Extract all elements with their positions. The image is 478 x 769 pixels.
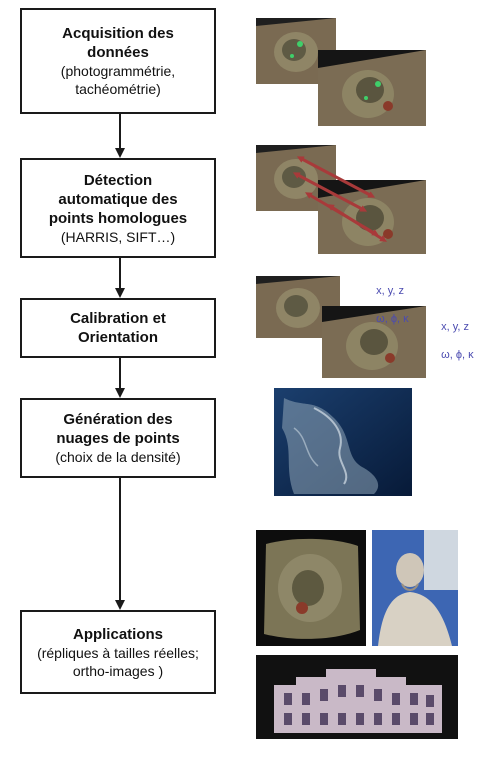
step-calibration: Calibration et Orientation — [20, 298, 216, 358]
match-arrow — [292, 172, 368, 212]
param-line: ω, ϕ, κ — [376, 313, 409, 325]
step-title-line: Détection — [83, 171, 153, 189]
match-arrow — [327, 204, 387, 242]
facade-ortho-image — [256, 655, 458, 739]
step-subtitle-line: tachéométrie) — [75, 81, 161, 97]
step-detection: Détection automatique des points homolog… — [20, 158, 216, 258]
match-arrow — [296, 156, 376, 198]
textured-mesh-image — [256, 530, 366, 646]
step-subtitle-line: (HARRIS, SIFT…) — [60, 228, 176, 245]
sculpture-photo-front — [318, 50, 426, 126]
sculpture-photo-front-oriented — [322, 306, 426, 378]
step-subtitle-line: (photogrammétrie, — [60, 63, 176, 79]
step-title-line: Calibration et — [70, 310, 166, 327]
orientation-params-1: x, y, z ω, ϕ, κ — [370, 270, 409, 326]
param-line: ω, ϕ, κ — [441, 349, 474, 361]
param-line: x, y, z — [441, 321, 470, 333]
step-generation: Génération des nuages de points (choix d… — [20, 398, 216, 478]
step-title-line: données — [87, 44, 149, 61]
step-title-line: nuages de points — [56, 430, 180, 447]
step-title-line: Orientation — [77, 329, 158, 346]
orientation-params-2: x, y, z ω, ϕ, κ — [435, 306, 474, 362]
step-acquisition: Acquisition des données (photogrammétrie… — [20, 8, 216, 114]
step-applications: Applications (répliques à tailles réelle… — [20, 610, 216, 694]
statue-photo-image — [372, 530, 458, 646]
step-title-line: points homologues — [48, 209, 188, 227]
step-subtitle-line: (choix de la densité) — [55, 449, 181, 465]
step-title-line: Acquisition des — [62, 25, 174, 42]
step-subtitle-line: ortho-images ) — [72, 662, 164, 679]
step-title-line: Génération des — [63, 411, 173, 428]
step-title-line: Applications — [72, 625, 163, 643]
dense-point-cloud-image — [274, 388, 412, 496]
param-line: x, y, z — [376, 285, 405, 297]
step-subtitle-line: (répliques à tailles réelles; — [37, 644, 199, 661]
step-title-line: automatique des — [58, 190, 178, 208]
sculpture-photo-back — [256, 18, 336, 84]
